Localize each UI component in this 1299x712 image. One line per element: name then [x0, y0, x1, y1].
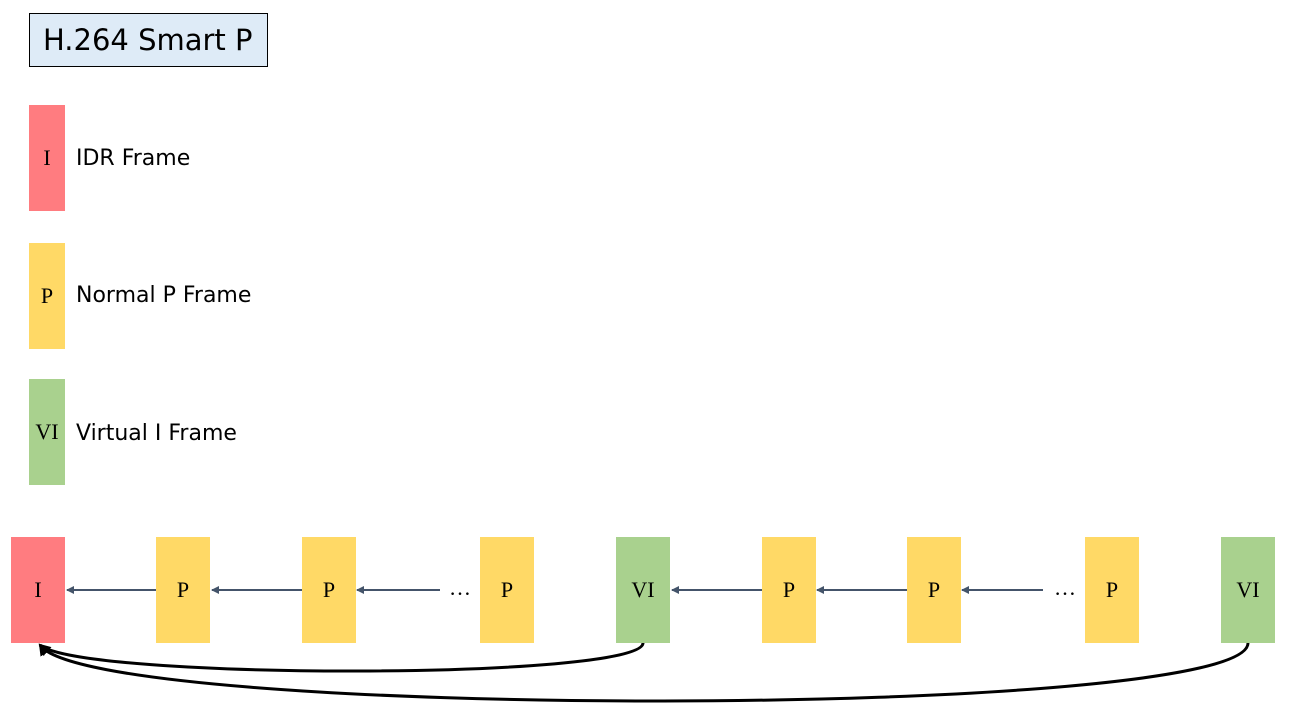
seq-frame-p: P — [1085, 537, 1139, 643]
seq-frame-p: P — [480, 537, 534, 643]
legend-label-idr: IDR Frame — [76, 146, 191, 171]
seq-ellipsis: … — [1054, 575, 1076, 600]
legend-swatch-vi: VI — [29, 379, 65, 485]
seq-frame-i: I — [11, 537, 65, 643]
legend-swatch-idr: I — [29, 105, 65, 211]
seq-frame-p: P — [907, 537, 961, 643]
curve-vi2-to-i — [38, 642, 1250, 703]
legend-label-vi: Virtual I Frame — [76, 421, 237, 446]
diagram-title: H.264 Smart P — [29, 13, 268, 67]
legend-label-p: Normal P Frame — [76, 283, 252, 308]
seq-frame-p: P — [156, 537, 210, 643]
legend-swatch-p: P — [29, 243, 65, 349]
curve-vi1-to-i — [38, 642, 645, 673]
seq-ellipsis: … — [449, 575, 471, 600]
seq-frame-p: P — [762, 537, 816, 643]
seq-frame-vi: VI — [1221, 537, 1275, 643]
seq-frame-vi: VI — [616, 537, 670, 643]
seq-frame-p: P — [302, 537, 356, 643]
